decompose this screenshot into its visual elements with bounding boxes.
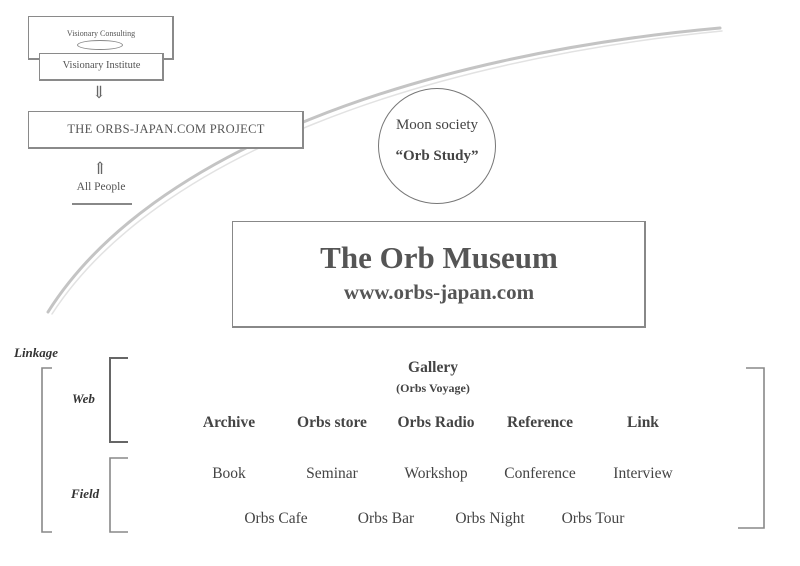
gallery-subtitle: (Orbs Voyage) xyxy=(396,381,470,395)
project-box xyxy=(28,111,304,149)
field-label: Field xyxy=(71,486,100,501)
visionary-institute-box xyxy=(39,53,164,81)
orb-museum-box xyxy=(232,221,646,328)
field-item-book: Book xyxy=(212,465,246,482)
orb-museum-url[interactable]: www.orbs-japan.com xyxy=(343,280,535,304)
orbit-arc-inner xyxy=(51,30,723,315)
visionary-institute-label: Visionary Institute xyxy=(62,60,141,71)
field-bracket xyxy=(109,457,128,533)
moon-society-subtitle: “Orb Study” xyxy=(395,148,479,164)
web-item-orbs-store[interactable]: Orbs store xyxy=(297,414,367,431)
consulting-oval-icon xyxy=(77,40,123,50)
web-item-link[interactable]: Link xyxy=(627,414,659,431)
arrow-down-icon: ⇓ xyxy=(91,83,107,102)
gallery-title[interactable]: Gallery xyxy=(408,359,458,376)
orb-museum-title: The Orb Museum xyxy=(320,240,558,275)
linkage-bracket-right xyxy=(738,367,765,529)
orbit-arc xyxy=(46,26,722,314)
field-item-orbs-cafe: Orbs Cafe xyxy=(244,510,308,527)
all-people-label: All People xyxy=(76,181,126,193)
web-item-orbs-radio[interactable]: Orbs Radio xyxy=(397,414,475,431)
web-bracket xyxy=(109,357,128,443)
field-item-orbs-night: Orbs Night xyxy=(455,510,525,527)
web-label: Web xyxy=(72,391,95,406)
all-people-underline xyxy=(72,203,132,205)
field-item-workshop: Workshop xyxy=(404,465,468,482)
field-item-interview: Interview xyxy=(613,465,673,482)
visionary-consulting-label: Visionary Consulting xyxy=(66,29,136,38)
arrow-up-icon: ⇑ xyxy=(92,159,108,178)
web-item-reference[interactable]: Reference xyxy=(507,414,573,431)
moon-society-circle xyxy=(378,88,496,204)
field-item-orbs-bar: Orbs Bar xyxy=(357,510,415,527)
project-label: THE ORBS-JAPAN.COM PROJECT xyxy=(67,122,265,136)
linkage-label: Linkage xyxy=(14,345,59,360)
field-item-seminar: Seminar xyxy=(306,465,358,482)
web-item-archive[interactable]: Archive xyxy=(202,414,256,431)
field-item-conference: Conference xyxy=(504,465,576,482)
linkage-bracket-left xyxy=(41,367,52,533)
field-item-orbs-tour: Orbs Tour xyxy=(561,510,625,527)
moon-society-title: Moon society xyxy=(395,117,479,133)
